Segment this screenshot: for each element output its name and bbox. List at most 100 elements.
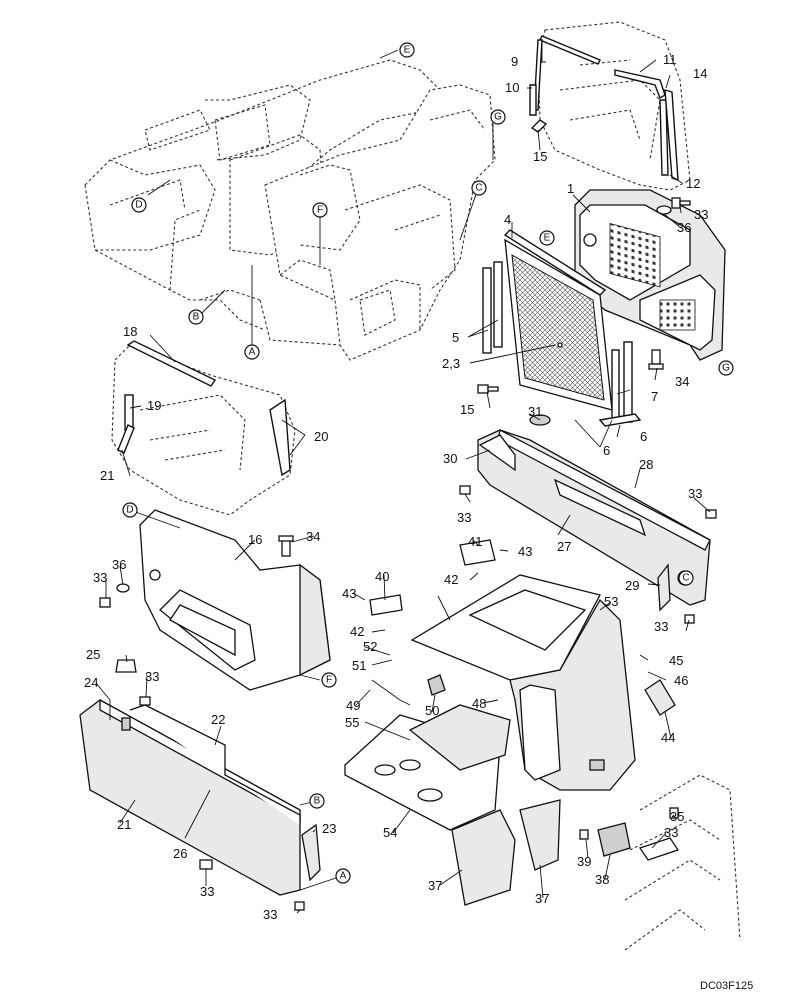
ref-letter-f-top: F: [312, 202, 328, 218]
part-number-37-right: 37: [535, 891, 549, 906]
part-number-4: 4: [504, 212, 511, 227]
part-number-12: 12: [686, 176, 700, 191]
ref-letter-label: E: [544, 233, 551, 244]
part-number-37-left: 37: [428, 878, 442, 893]
left-side-cover: [79, 698, 301, 896]
radiator-side-cover: [574, 189, 726, 361]
part-number-33-side-bottom: 33: [200, 884, 214, 899]
ref-letter-label: F: [317, 205, 323, 216]
part-number-48: 49: [346, 698, 360, 713]
ref-letter-b-top: B: [188, 309, 204, 325]
part-number-16: 16: [248, 532, 262, 547]
ref-letter-label: A: [340, 871, 347, 882]
leader-lines: [95, 40, 711, 914]
part-number-52: 53: [604, 594, 618, 609]
part-number-33-side-corner: 33: [263, 907, 277, 922]
part-number-33: 33: [694, 207, 708, 222]
part-number-33-rear-right: 33: [688, 486, 702, 501]
part-number-33-left: 33: [93, 570, 107, 585]
ref-letter-label: B: [314, 796, 321, 807]
part-number-26: 26: [173, 846, 187, 861]
part-number-1: 1: [567, 181, 574, 196]
rear-skirts: [451, 799, 561, 906]
seal-23: [301, 823, 321, 882]
drawing-code: DC03F125: [700, 980, 753, 992]
part-number-38: 38: [595, 872, 609, 887]
part-number-50: 51: [352, 658, 366, 673]
bolt-33-washer-36-left: [99, 583, 130, 608]
plate-32: [638, 837, 680, 861]
part-number-33-rear-bottom: 33: [654, 619, 668, 634]
part-number-41: 41: [468, 534, 482, 549]
radiator-side-seals: [482, 261, 642, 427]
latch-38: [597, 822, 631, 857]
part-number-9: 9: [511, 54, 518, 69]
part-number-18: 19: [147, 398, 161, 413]
ref-letter-label: E: [404, 45, 411, 56]
top-right-seals: [529, 35, 679, 181]
part-number-47: 48: [472, 696, 486, 711]
ref-letter-a-bottom: A: [335, 868, 351, 884]
part-number-28: 28: [639, 457, 653, 472]
seal-29: [657, 563, 671, 612]
ref-letter-label: B: [193, 312, 200, 323]
radiator-screen: [503, 229, 613, 411]
ref-letter-c-top: C: [471, 180, 487, 196]
part-number-51: 52: [363, 639, 377, 654]
ref-letter-label: G: [722, 363, 730, 374]
part-number-32: 33: [664, 825, 678, 840]
part-number-43-top: 43: [518, 544, 532, 559]
part-number-labels: 9 10 11 14 15 12 1 33 36 4 5 2,3 15 34 7…: [84, 52, 708, 922]
tool-box: [410, 574, 636, 791]
floor-plate-54: [408, 704, 511, 771]
ref-letter-e-top: E: [399, 42, 415, 58]
part-number-34: 34: [675, 374, 689, 389]
ref-letter-label: C: [475, 183, 482, 194]
part-number-42: 42: [350, 624, 364, 639]
part-number-13: 14: [693, 66, 707, 81]
part-number-40: 40: [375, 569, 389, 584]
counterweight-ghost: [624, 774, 741, 951]
part-number-54: 55: [345, 715, 359, 730]
ref-letter-c-mid: C: [678, 570, 694, 586]
part-number-11: 11: [663, 52, 677, 67]
part-number-31: 31: [528, 404, 542, 419]
part-number-19: 20: [314, 429, 328, 444]
part-number-36: 36: [677, 220, 691, 235]
part-number-49: 50: [425, 703, 439, 718]
part-number-44: 44: [661, 730, 675, 745]
rod-48: [371, 679, 411, 706]
part-number-15: 15: [533, 149, 547, 164]
hose-44: [644, 679, 676, 716]
part-number-14: 15: [460, 402, 474, 417]
ref-letter-label: A: [249, 347, 256, 358]
part-number-27: 27: [557, 539, 571, 554]
part-number-39: 39: [577, 854, 591, 869]
bolt-34-left: [278, 535, 294, 557]
part-number-42-top: 42: [444, 572, 458, 587]
ref-letter-g-top: G: [490, 109, 506, 125]
part-number-2-3: 2,3: [442, 356, 460, 371]
ref-letter-f-mid: F: [321, 672, 337, 688]
part-number-22: 22: [211, 712, 225, 727]
part-number-23: 23: [322, 821, 336, 836]
handle-49: [427, 674, 446, 696]
upper-structure-frame-ghost: [84, 59, 496, 361]
part-number-53: 54: [383, 825, 397, 840]
part-number-33-side: 33: [145, 669, 159, 684]
part-number-36-left: 36: [112, 557, 126, 572]
screws-35-39: [579, 807, 679, 840]
part-number-5: 5: [452, 330, 459, 345]
part-number-43: 43: [342, 586, 356, 601]
part-number-46: 46: [674, 673, 688, 688]
ref-letter-e-mid: E: [539, 230, 555, 246]
part-number-17: 18: [123, 324, 137, 339]
part-number-10: 10: [505, 80, 519, 95]
ref-letter-label: C: [682, 573, 689, 584]
ref-letter-a-top: A: [244, 344, 260, 360]
ref-letter-label: F: [326, 675, 332, 686]
part-number-6: 6: [603, 443, 610, 458]
left-side-panel: [139, 509, 331, 691]
ref-letter-label: D: [135, 200, 142, 211]
